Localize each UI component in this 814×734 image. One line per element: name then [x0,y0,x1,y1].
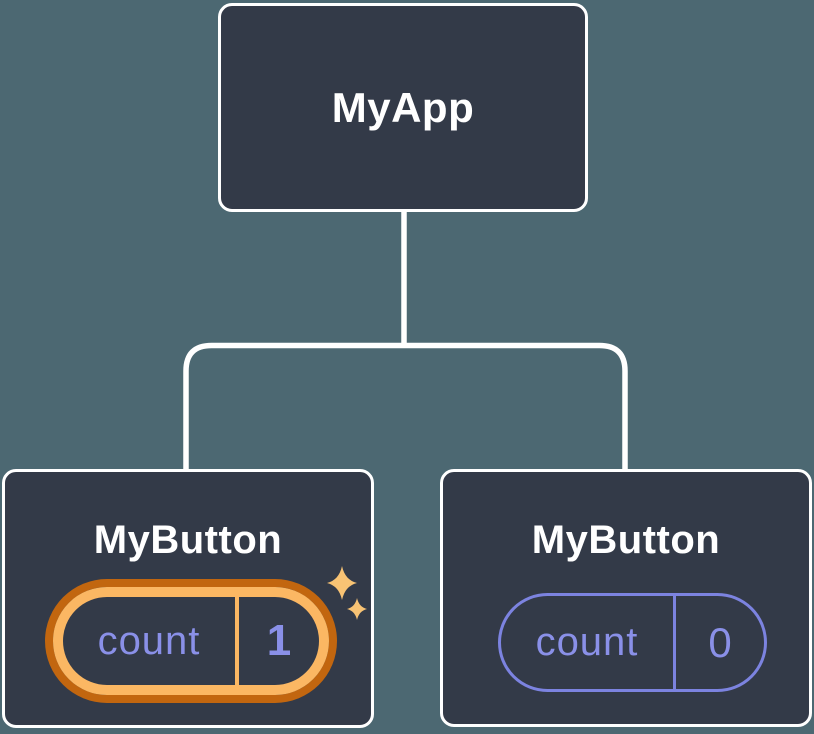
pill-divider [673,596,676,689]
state-name-label: count [97,618,201,663]
state-name-label: count [535,620,639,664]
state-value: 1 [266,616,292,665]
pill-divider [235,597,239,685]
tree-node-mybutton-active: MyButton count 1 [2,469,374,728]
node-label: MyApp [331,83,475,131]
state-value: 0 [708,618,732,666]
tree-node-mybutton-plain: MyButton count 0 [440,469,812,727]
state-pill-count-plain: count 0 [498,593,767,692]
tree-node-myapp: MyApp [218,3,588,212]
node-label: MyButton [531,518,721,562]
state-pill-count-active: count 1 [53,587,329,695]
node-label: MyButton [93,518,283,562]
